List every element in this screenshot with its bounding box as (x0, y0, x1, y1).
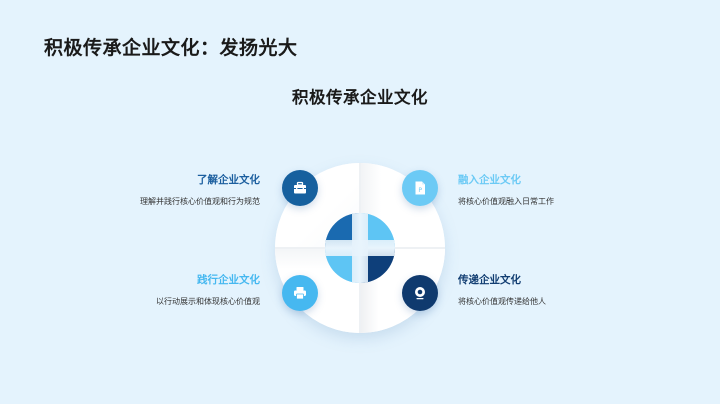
item-spread-culture: 传递企业文化 将核心价值观传递给他人 (458, 272, 588, 308)
item-heading: 了解企业文化 (197, 174, 260, 186)
item-description: 将核心价值观传递给他人 (458, 297, 546, 306)
integrate-culture-badge[interactable]: P (402, 170, 438, 206)
briefcase-icon (294, 181, 306, 194)
svg-text:P: P (418, 187, 422, 194)
section-title: 积极传承企业文化 (292, 88, 428, 107)
item-description: 理解并践行核心价值观和行为规范 (140, 197, 260, 206)
item-description: 将核心价值观融入日常工作 (458, 197, 554, 206)
center-cross-emblem (325, 213, 395, 283)
document-icon: P (415, 181, 425, 195)
understand-culture-badge[interactable] (282, 170, 318, 206)
cross-bar-vertical (352, 213, 368, 283)
page-title: 积极传承企业文化：发扬光大 (44, 37, 298, 59)
item-heading: 融入企业文化 (458, 174, 521, 186)
practice-culture-badge[interactable] (282, 275, 318, 311)
printer-icon (294, 287, 306, 300)
spread-culture-badge[interactable] (402, 275, 438, 311)
item-practice-culture: 践行企业文化 以行动展示和体现核心价值观 (130, 272, 260, 308)
webcam-icon (415, 287, 425, 300)
item-description: 以行动展示和体现核心价值观 (156, 297, 260, 306)
item-heading: 传递企业文化 (458, 274, 521, 286)
item-integrate-culture: 融入企业文化 将核心价值观融入日常工作 (458, 172, 588, 208)
item-heading: 践行企业文化 (197, 274, 260, 286)
item-understand-culture: 了解企业文化 理解并践行核心价值观和行为规范 (130, 172, 260, 208)
